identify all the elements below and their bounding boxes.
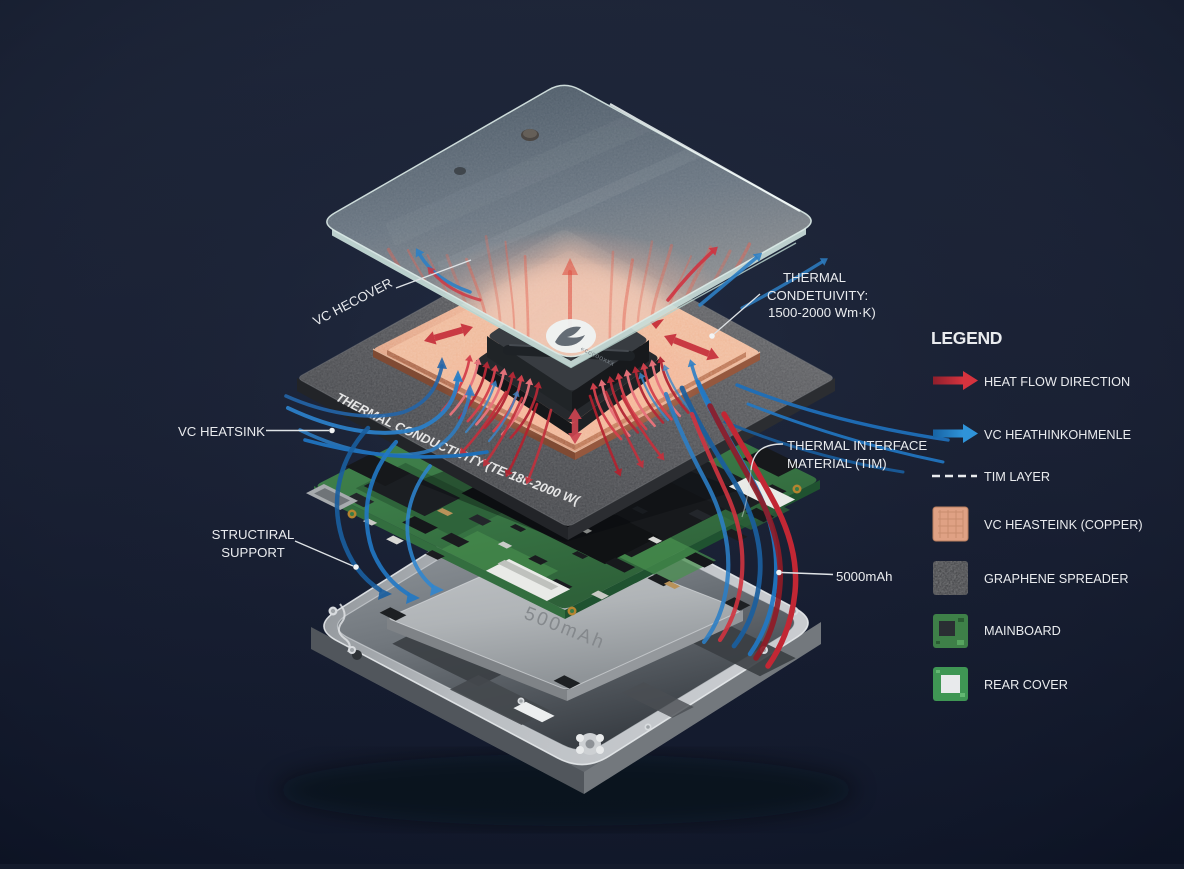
svg-text:VC HEATSINK: VC HEATSINK <box>178 424 265 439</box>
svg-text:1500-2000 Wm·K): 1500-2000 Wm·K) <box>768 305 876 320</box>
svg-text:MATERIAL (TIM): MATERIAL (TIM) <box>787 456 887 471</box>
svg-text:STRUCTIRAL: STRUCTIRAL <box>212 527 295 542</box>
svg-text:LEGEND: LEGEND <box>931 328 1002 348</box>
svg-text:THERMAL INTERFACE: THERMAL INTERFACE <box>787 438 927 453</box>
svg-text:MAINBOARD: MAINBOARD <box>984 624 1061 638</box>
svg-text:GRAPHENE SPREADER: GRAPHENE SPREADER <box>984 572 1129 586</box>
svg-text:TIM LAYER: TIM LAYER <box>984 470 1050 484</box>
svg-text:5000mAh: 5000mAh <box>836 569 892 584</box>
svg-text:REAR COVER: REAR COVER <box>984 678 1068 692</box>
svg-text:SUPPORT: SUPPORT <box>221 545 285 560</box>
svg-text:VC HEATHINKOHMENLE: VC HEATHINKOHMENLE <box>984 428 1131 442</box>
svg-text:HEAT FLOW DIRECTION: HEAT FLOW DIRECTION <box>984 375 1130 389</box>
svg-text:VC HEASTEINK (COPPER): VC HEASTEINK (COPPER) <box>984 518 1143 532</box>
svg-text:THERMAL: THERMAL <box>783 270 846 285</box>
svg-text:CONDETUIVITY:: CONDETUIVITY: <box>767 288 868 303</box>
